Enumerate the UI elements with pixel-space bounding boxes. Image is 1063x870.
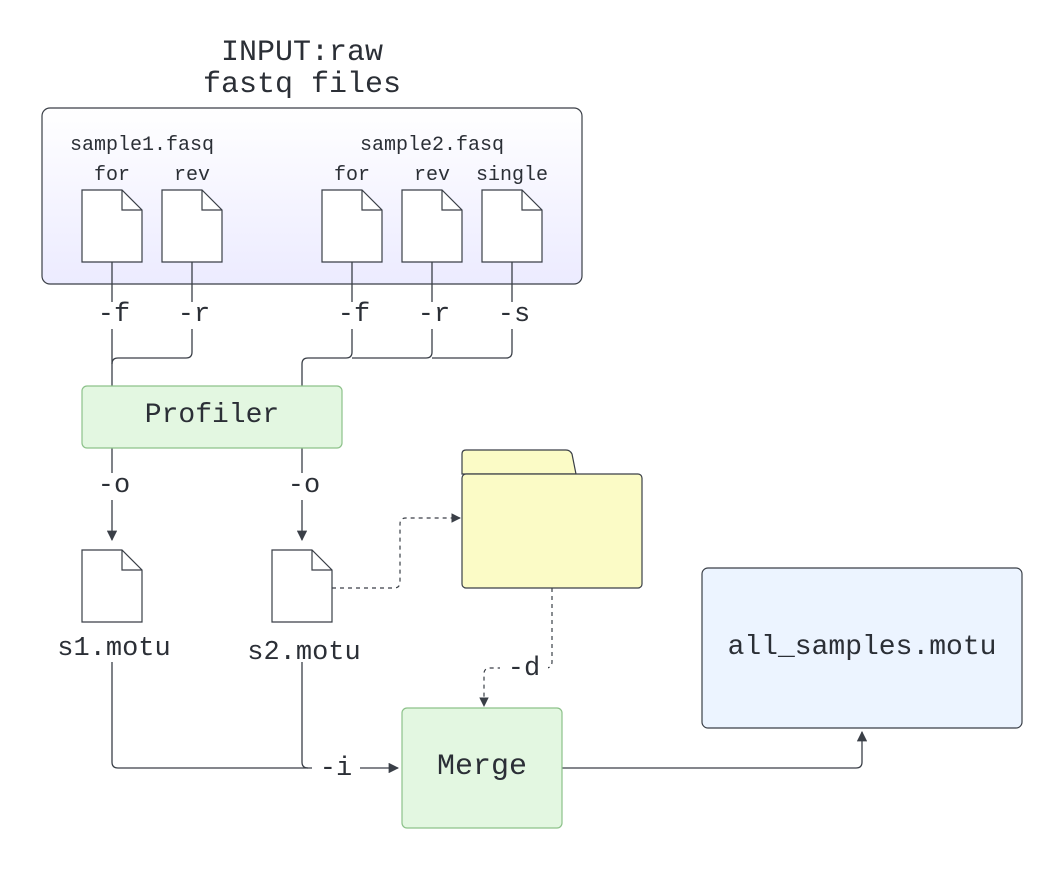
file-icon (161, 189, 223, 263)
flag-label: -i (312, 756, 360, 783)
file-label: rev (413, 164, 450, 187)
flag-label: -o (90, 473, 138, 500)
dashed-connectors (332, 513, 553, 707)
output-file-name: s1.motu (57, 634, 171, 664)
flag-label: -o (280, 473, 328, 500)
output-label: all_samples.motu (727, 632, 997, 663)
file-icon (401, 189, 463, 263)
file-icon (271, 549, 333, 623)
file-label: for (333, 164, 370, 187)
profiler-box (81, 385, 343, 449)
flag-label: -f (92, 302, 136, 329)
flag-label: -r (172, 302, 216, 329)
flag-label: -r (412, 302, 456, 329)
flag-label: -s (492, 302, 536, 329)
output-file-name: s2.motu (247, 638, 361, 668)
title-line-2: fastq files (202, 68, 402, 102)
file-icon (81, 189, 143, 263)
title-line-1: INPUT:raw (220, 36, 384, 70)
sample2-name: sample2.fasq (359, 134, 505, 157)
file-label: single (475, 164, 548, 187)
merge-label: Merge (436, 750, 527, 784)
output-box (701, 567, 1023, 729)
flag-label: -f (332, 302, 376, 329)
file-icon (481, 189, 543, 263)
file-icon (321, 189, 383, 263)
file-label: rev (173, 164, 210, 187)
sample1-name: sample1.fasq (69, 134, 215, 157)
flag-label: -d (500, 656, 548, 683)
file-label: for (93, 164, 130, 187)
folder-icon (461, 449, 643, 589)
file-icon (81, 549, 143, 623)
profiler-label: Profiler (144, 400, 280, 431)
merge-box (401, 707, 563, 829)
